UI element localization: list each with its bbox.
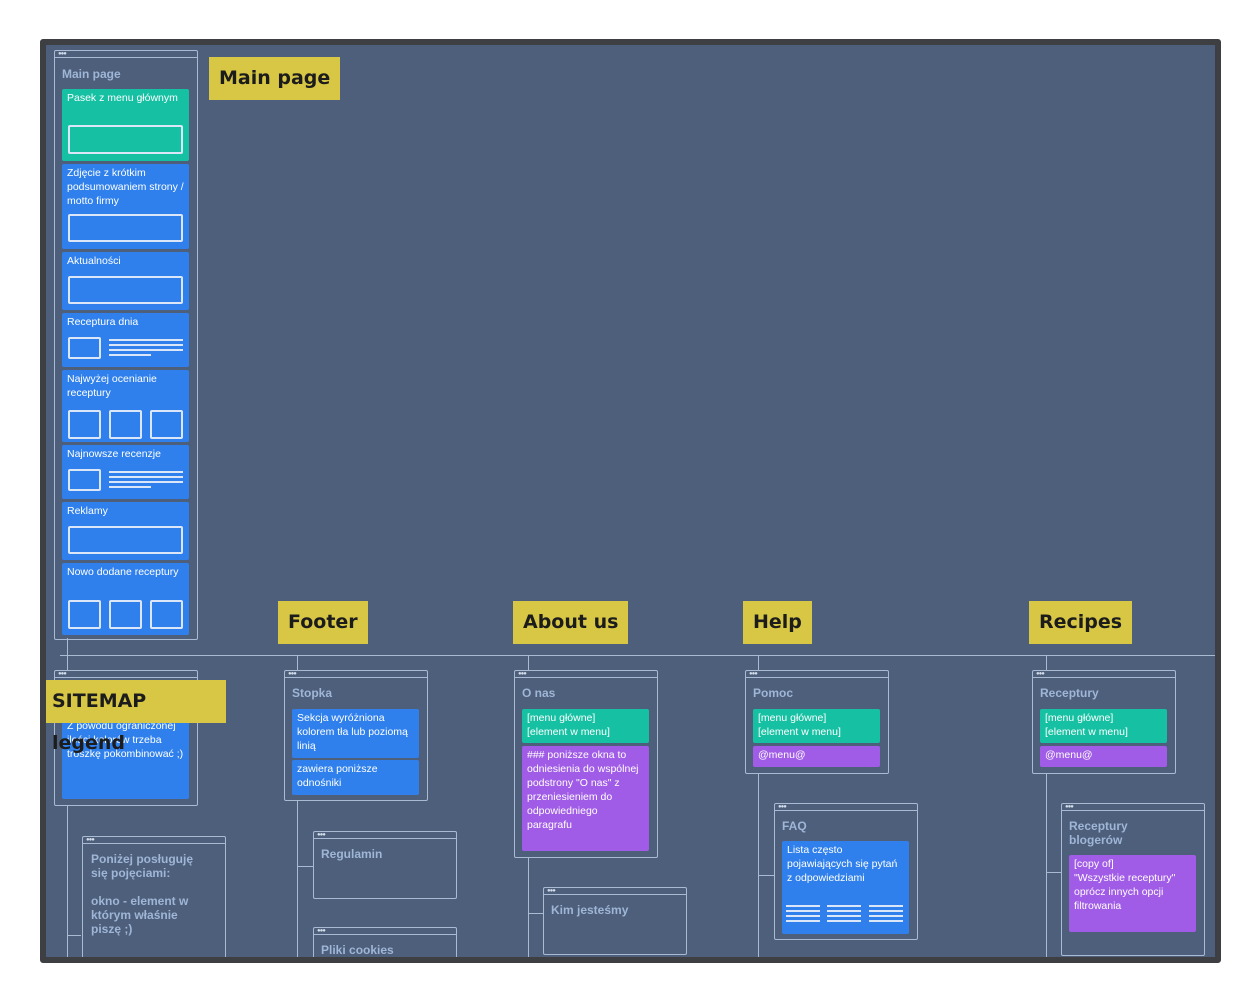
- blogger-note[interactable]: [copy of] "Wszystkie receptury" oprócz i…: [1069, 855, 1196, 932]
- placeholder-box: [109, 600, 142, 629]
- card-title: Pliki cookies: [321, 943, 394, 957]
- connector-line: [67, 935, 81, 936]
- help-card[interactable]: ●●● Pomoc [menu główne] [element w menu]…: [745, 670, 889, 774]
- menu-note[interactable]: [menu główne] [element w menu]: [1040, 709, 1167, 743]
- section-main-menu[interactable]: Pasek z menu głównym: [62, 89, 189, 161]
- placeholder-box: [68, 526, 183, 554]
- placeholder-box: [68, 410, 101, 439]
- connector-line: [758, 773, 759, 957]
- cookies-card[interactable]: ●●● Pliki cookies: [313, 927, 457, 957]
- about-note[interactable]: ### poniższe okna to odniesienia do wspó…: [522, 746, 649, 851]
- sitemap-canvas: ●●● Main page Pasek z menu głównym Zdjęc…: [40, 39, 1221, 963]
- blogger-recipes-card[interactable]: ●●● Receptury blogerów [copy of] "Wszyst…: [1061, 803, 1205, 956]
- footer-note[interactable]: zawiera poniższe odnośniki: [292, 760, 419, 795]
- section-hero-photo[interactable]: Zdjęcie z krótkim podsumowaniem strony /…: [62, 164, 189, 249]
- connector-line: [1046, 655, 1047, 670]
- recipes-card[interactable]: ●●● Receptury [menu główne] [element w m…: [1032, 670, 1176, 774]
- section-latest-reviews[interactable]: Najnowsze recenzje: [62, 445, 189, 499]
- menu-tag-note[interactable]: @menu@: [753, 746, 880, 767]
- main-page-card[interactable]: ●●● Main page Pasek z menu głównym Zdjęc…: [54, 50, 198, 640]
- who-we-are-card[interactable]: ●●● Kim jesteśmy: [543, 887, 687, 955]
- card-title: Receptury: [1040, 686, 1099, 700]
- label-about-us[interactable]: About us: [513, 601, 629, 644]
- card-title: Pomoc: [753, 686, 794, 700]
- card-title: Main page: [62, 67, 121, 81]
- faq-card[interactable]: ●●● FAQ Lista często pojawiających się p…: [774, 803, 918, 940]
- window-dots-icon: ●●●: [778, 804, 787, 810]
- card-title: O nas: [522, 686, 556, 700]
- section-recipe-of-day[interactable]: Receptura dnia: [62, 313, 189, 367]
- placeholder-box: [68, 337, 101, 359]
- legend-card[interactable]: ●●● Z powodu ograniczonej ilości kolorów…: [54, 670, 198, 806]
- card-title: Regulamin: [321, 847, 383, 861]
- connector-line: [758, 655, 759, 670]
- footer-note[interactable]: Sekcja wyróżniona kolorem tła lub poziom…: [292, 709, 419, 758]
- section-new-recipes[interactable]: Nowo dodane receptury: [62, 563, 189, 635]
- window-dots-icon: ●●●: [58, 671, 67, 677]
- connector-line: [528, 913, 543, 914]
- window-dots-icon: ●●●: [288, 671, 297, 677]
- section-news[interactable]: Aktualności: [62, 252, 189, 310]
- connector-line: [1046, 872, 1062, 873]
- card-title: FAQ: [782, 819, 807, 833]
- window-dots-icon: ●●●: [86, 837, 95, 843]
- placeholder-box: [150, 410, 183, 439]
- window-dots-icon: ●●●: [547, 888, 556, 894]
- label-recipes[interactable]: Recipes: [1029, 601, 1133, 644]
- window-dots-icon: ●●●: [1065, 804, 1074, 810]
- legend-sub-card[interactable]: ●●● Poniżej posługuję się pojęciami: okn…: [82, 836, 226, 957]
- window-dots-icon: ●●●: [317, 928, 326, 934]
- connector-line: [528, 655, 529, 670]
- regulations-card[interactable]: ●●● Regulamin: [313, 831, 457, 899]
- placeholder-box: [150, 600, 183, 629]
- card-title: Kim jesteśmy: [551, 903, 629, 917]
- window-dots-icon: ●●●: [1036, 671, 1045, 677]
- connector-line: [67, 805, 68, 957]
- menu-note[interactable]: [menu główne] [element w menu]: [522, 709, 649, 743]
- label-help[interactable]: Help: [743, 601, 812, 644]
- faq-note[interactable]: Lista często pojawiających się pytań z o…: [782, 841, 909, 934]
- placeholder-box: [68, 600, 101, 629]
- footer-card[interactable]: ●●● Stopka Sekcja wyróżniona kolorem tła…: [284, 670, 428, 801]
- placeholder-box: [68, 125, 183, 154]
- connector-line: [758, 875, 774, 876]
- connector-line: [67, 638, 68, 670]
- connector-line: [297, 655, 298, 670]
- menu-tag-note[interactable]: @menu@: [1040, 746, 1167, 767]
- about-card[interactable]: ●●● O nas [menu główne] [element w menu]…: [514, 670, 658, 858]
- legend-definitions: Poniżej posługuję się pojęciami: okno - …: [91, 852, 194, 936]
- legend-note[interactable]: Z powodu ograniczonej ilości kolorów trz…: [62, 717, 189, 799]
- window-dots-icon: ●●●: [518, 671, 527, 677]
- placeholder-box: [68, 214, 183, 242]
- card-title: Stopka: [292, 686, 333, 700]
- connector-line: [1046, 773, 1047, 957]
- label-main-page[interactable]: Main page: [209, 57, 341, 100]
- window-dots-icon: ●●●: [58, 51, 67, 57]
- placeholder-box: [68, 276, 183, 304]
- label-sitemap-legend[interactable]: SITEMAP legend: [46, 680, 226, 754]
- window-dots-icon: ●●●: [317, 832, 326, 838]
- window-dots-icon: ●●●: [749, 671, 758, 677]
- placeholder-box: [109, 410, 142, 439]
- section-ads[interactable]: Reklamy: [62, 502, 189, 560]
- placeholder-box: [68, 469, 101, 491]
- connector-line: [297, 800, 298, 957]
- card-title: Receptury blogerów: [1069, 819, 1128, 847]
- section-top-rated[interactable]: Najwyżej ocenianie receptury: [62, 370, 189, 442]
- connector-line: [60, 655, 1215, 656]
- connector-line: [528, 857, 529, 957]
- connector-line: [297, 866, 313, 867]
- label-footer[interactable]: Footer: [278, 601, 368, 644]
- menu-note[interactable]: [menu główne] [element w menu]: [753, 709, 880, 743]
